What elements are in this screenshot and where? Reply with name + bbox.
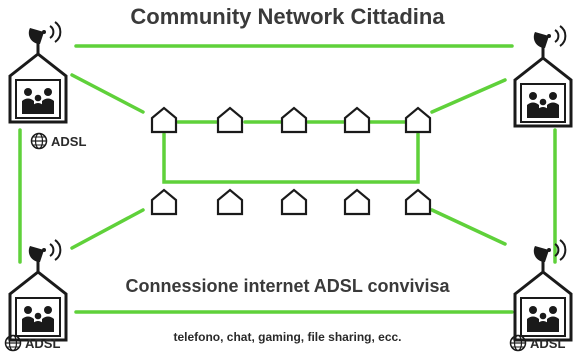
small-houses-bottom [150, 188, 432, 216]
adsl-text: ADSL [530, 335, 566, 351]
small-house-icon [150, 106, 178, 134]
link-diag-bottom-left [70, 208, 145, 250]
globe-icon [509, 334, 527, 352]
small-house-icon [404, 188, 432, 216]
adsl-text: ADSL [25, 335, 61, 351]
adsl-text: ADSL [51, 133, 87, 149]
small-house-icon [280, 106, 308, 134]
small-house-icon [216, 188, 244, 216]
small-house-icon [216, 106, 244, 134]
small-house-icon [150, 188, 178, 216]
diagram-title: Community Network Cittadina [130, 4, 445, 29]
small-house-icon [343, 188, 371, 216]
house-with-antenna-icon-top-right [513, 24, 573, 128]
link-diag-bottom-right [430, 208, 507, 246]
link-loop [162, 132, 420, 184]
link-diag-top-right [430, 78, 507, 114]
diagram-footer: telefono, chat, gaming, file sharing, ec… [173, 330, 402, 344]
small-house-icon [343, 106, 371, 134]
adsl-label-bottom-right: ADSL [509, 334, 565, 352]
link-diag-top-left [70, 73, 145, 114]
small-house-icon [280, 188, 308, 216]
house-with-antenna-icon-top-left [8, 20, 68, 124]
small-houses-top [150, 106, 432, 134]
small-house-icon [404, 106, 432, 134]
globe-icon [4, 334, 22, 352]
adsl-label-bottom-left: ADSL [4, 334, 60, 352]
adsl-label-top-left: ADSL [30, 132, 86, 150]
network-links [18, 44, 557, 314]
diagram-subtitle: Connessione internet ADSL convivisa [125, 276, 450, 296]
globe-icon [30, 132, 48, 150]
